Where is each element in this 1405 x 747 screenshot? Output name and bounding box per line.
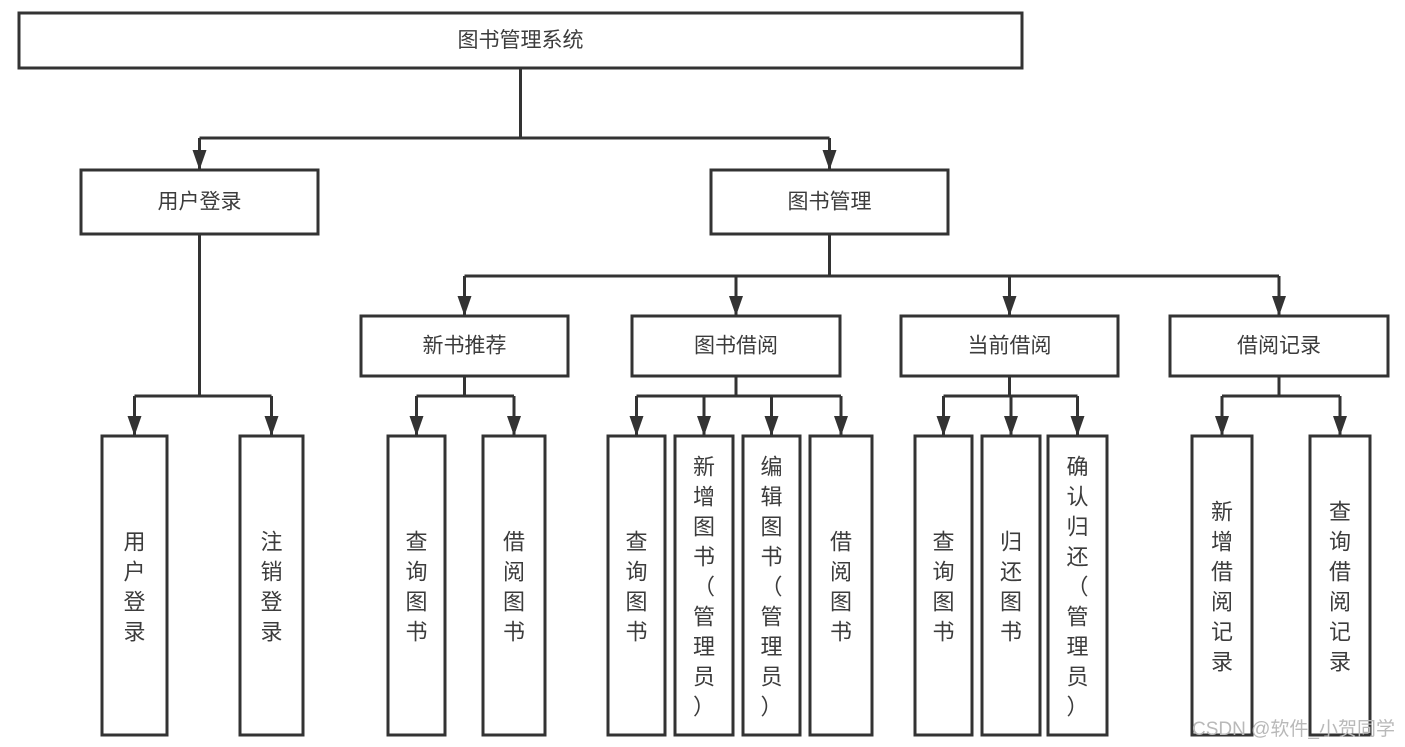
node-book-borrow[interactable]: 图书借阅 <box>630 314 842 378</box>
node-box-recommend-query-book <box>386 434 447 737</box>
node-label-recommend-query-book: 查询图书 <box>405 530 427 645</box>
node-recommend-query-book[interactable]: 查询图书 <box>386 434 447 737</box>
node-box-book-manage <box>709 168 950 236</box>
arrow-head-icon <box>629 416 644 436</box>
node-record-query[interactable]: 查询借阅记录 <box>1308 434 1372 737</box>
node-box-borrow-records <box>1168 314 1390 378</box>
node-box-record-query <box>1308 434 1372 737</box>
node-record-add[interactable]: 新增借阅记录 <box>1190 434 1254 737</box>
arrow-head-icon <box>1272 296 1286 316</box>
node-label-borrow-add-book: 新增图书（管理员） <box>693 455 715 720</box>
arrow-head-icon <box>729 296 743 316</box>
node-borrow-records[interactable]: 借阅记录 <box>1168 314 1390 378</box>
node-label-borrow-query-book: 查询图书 <box>625 530 647 645</box>
arrow-head-icon <box>507 416 521 436</box>
node-current-return-book[interactable]: 归还图书 <box>980 434 1042 737</box>
node-layer: 用户登录用户登录注销登录图书管理新书推荐查询图书借阅图书图书借阅查询图书新增图书… <box>17 11 1390 737</box>
node-label-current-return-book: 归还图书 <box>1000 530 1022 645</box>
arrow-head-icon <box>409 416 424 436</box>
node-box-borrow-query-book <box>606 434 667 737</box>
node-root[interactable]: 图书管理系统 <box>17 11 1024 70</box>
node-borrow-borrow-book[interactable]: 借阅图书 <box>808 434 874 737</box>
node-label-record-query: 查询借阅记录 <box>1329 500 1351 675</box>
node-box-current-confirm-return <box>1046 434 1109 737</box>
node-book-manage[interactable]: 图书管理 <box>709 168 950 236</box>
arrow-head-icon <box>264 416 279 436</box>
node-box-user-login-leaf <box>100 434 169 737</box>
arrow-head-icon <box>127 416 142 436</box>
node-box-borrow-add-book <box>673 434 735 737</box>
node-label-user-login: 用户登录 <box>158 191 242 214</box>
node-label-record-add: 新增借阅记录 <box>1211 500 1233 675</box>
node-borrow-add-book[interactable]: 新增图书（管理员） <box>673 434 735 737</box>
node-box-current-return-book <box>980 434 1042 737</box>
arrow-head-icon <box>1004 416 1018 436</box>
arrow-head-icon <box>834 416 848 436</box>
arrow-head-icon <box>192 150 207 170</box>
node-box-record-add <box>1190 434 1254 737</box>
node-label-recommend-borrow-book: 借阅图书 <box>503 530 525 645</box>
node-user-login-leaf[interactable]: 用户登录 <box>100 434 169 737</box>
node-label-user-logout-leaf: 注销登录 <box>260 530 282 645</box>
arrow-head-icon <box>1333 416 1347 436</box>
csdn-watermark: CSDN @软件_小贺同学 <box>1192 718 1395 740</box>
arrow-head-icon <box>936 416 951 436</box>
arrow-head-icon <box>822 150 837 170</box>
node-current-query-book[interactable]: 查询图书 <box>913 434 974 737</box>
arrow-head-icon <box>1002 296 1017 316</box>
node-label-user-login-leaf: 用户登录 <box>123 530 145 645</box>
arrow-head-icon <box>1215 416 1229 436</box>
node-label-borrow-edit-book: 编辑图书（管理员） <box>760 455 782 720</box>
node-label-book-borrow: 图书借阅 <box>694 335 778 358</box>
node-label-current-confirm-return: 确认归还（管理员） <box>1066 455 1088 720</box>
node-label-current-borrow: 当前借阅 <box>968 335 1052 358</box>
arrow-head-icon <box>1070 416 1085 436</box>
node-borrow-edit-book[interactable]: 编辑图书（管理员） <box>741 434 802 737</box>
node-box-borrow-borrow-book <box>808 434 874 737</box>
node-label-borrow-borrow-book: 借阅图书 <box>830 530 852 645</box>
node-user-logout-leaf[interactable]: 注销登录 <box>238 434 305 737</box>
node-recommend-borrow-book[interactable]: 借阅图书 <box>481 434 547 737</box>
connector-layer <box>127 68 1347 436</box>
node-user-login[interactable]: 用户登录 <box>79 168 320 236</box>
node-borrow-query-book[interactable]: 查询图书 <box>606 434 667 737</box>
node-box-book-borrow <box>630 314 842 378</box>
arrow-head-icon <box>457 296 472 316</box>
node-box-recommend-borrow-book <box>481 434 547 737</box>
node-box-current-borrow <box>899 314 1120 378</box>
node-label-book-manage: 图书管理 <box>788 191 872 214</box>
node-box-user-login <box>79 168 320 236</box>
arrow-head-icon <box>697 416 711 436</box>
node-label-borrow-records: 借阅记录 <box>1237 335 1321 358</box>
node-box-current-query-book <box>913 434 974 737</box>
node-label-current-query-book: 查询图书 <box>932 530 954 645</box>
node-box-borrow-edit-book <box>741 434 802 737</box>
node-current-borrow[interactable]: 当前借阅 <box>899 314 1120 378</box>
node-new-book-recommend[interactable]: 新书推荐 <box>359 314 570 378</box>
node-label-new-book-recommend: 新书推荐 <box>423 335 507 358</box>
node-box-user-logout-leaf <box>238 434 305 737</box>
node-current-confirm-return[interactable]: 确认归还（管理员） <box>1046 434 1109 737</box>
node-box-new-book-recommend <box>359 314 570 378</box>
arrow-head-icon <box>764 416 779 436</box>
node-label-root: 图书管理系统 <box>458 29 584 52</box>
node-box-root <box>17 11 1024 70</box>
